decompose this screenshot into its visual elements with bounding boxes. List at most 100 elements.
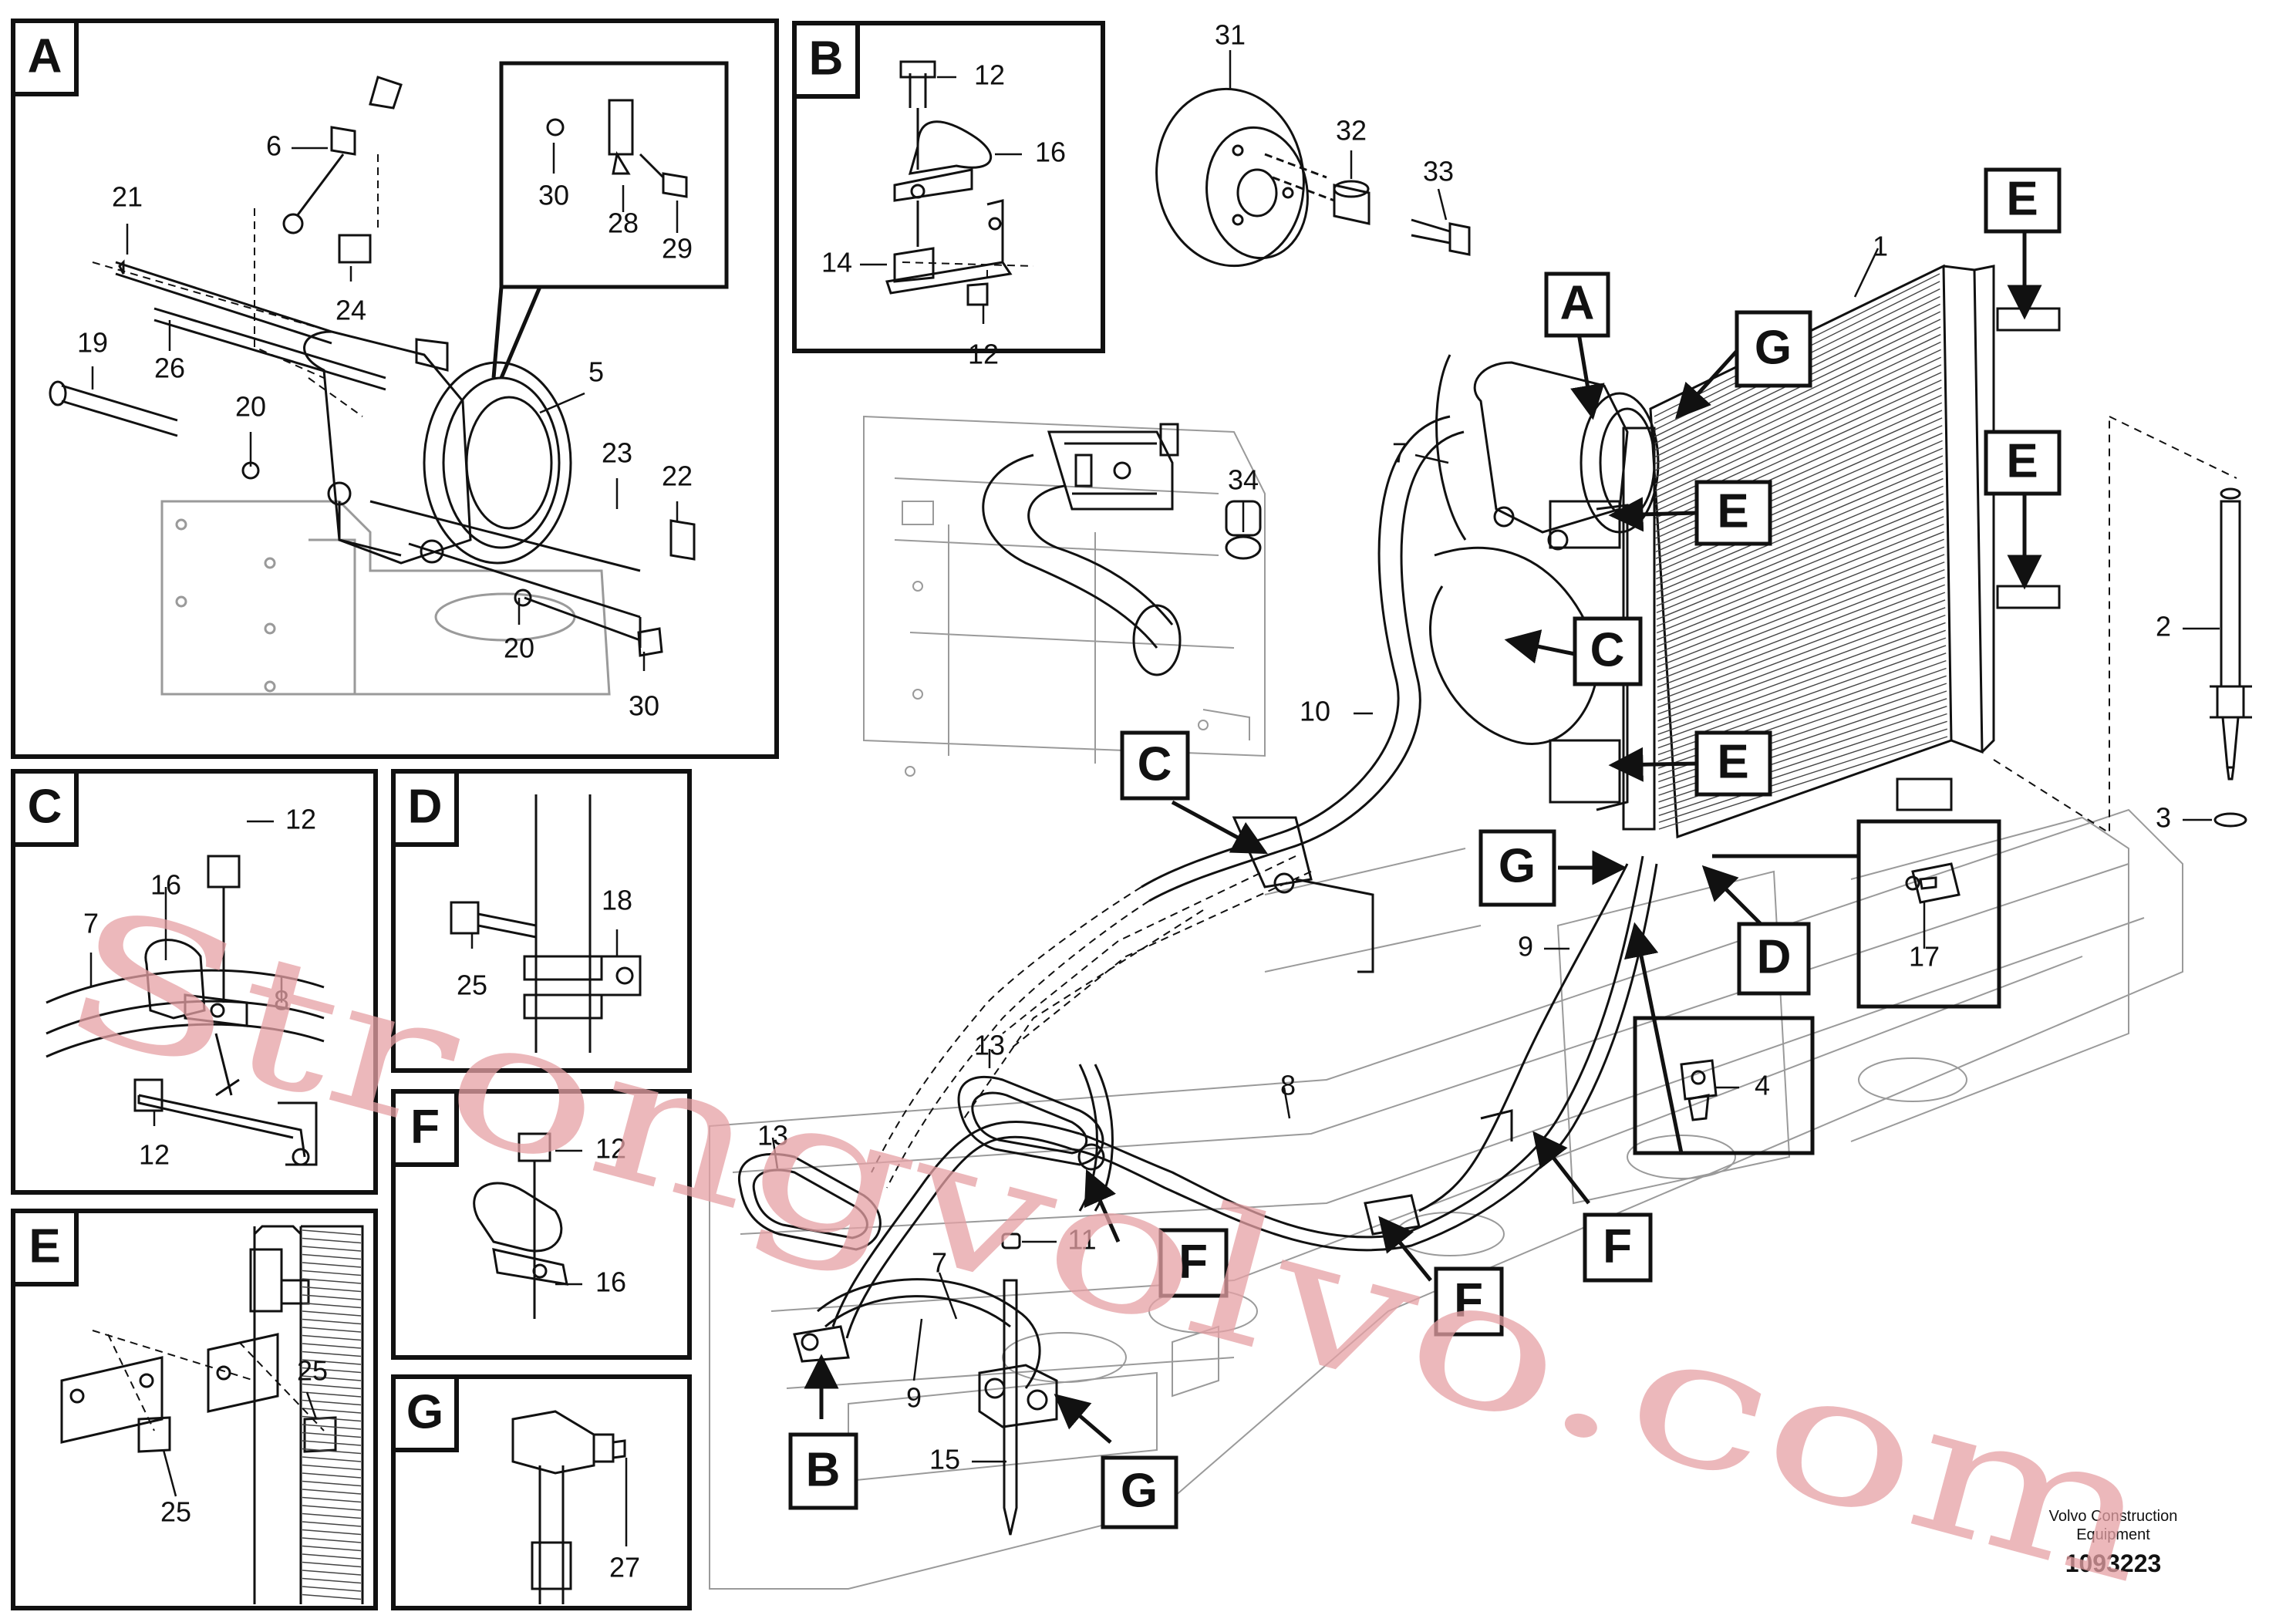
- panel-a-inset-drawing: [546, 99, 688, 198]
- callout-label: 30: [538, 180, 569, 211]
- drier-leader-dash: [1993, 416, 2237, 835]
- box-tag-label: G: [1499, 839, 1536, 892]
- callout-label: 8: [1280, 1070, 1296, 1101]
- box-tag-c-2: C: [1120, 730, 1190, 801]
- callout-label: 30: [629, 690, 659, 722]
- panel-e-fins: [302, 1229, 362, 1600]
- callout-label: 3: [2156, 802, 2171, 834]
- callout-label: 14: [821, 247, 852, 278]
- panel-tag-a: A: [11, 19, 79, 96]
- hose-hidden-lines: [871, 855, 1312, 1189]
- callout-label: 7: [932, 1247, 947, 1279]
- box-tag-g-top: G: [1735, 310, 1812, 388]
- panel-g-callouts: 27: [609, 1552, 640, 1583]
- panel-tags: A B C D E F G: [11, 19, 860, 1452]
- callout-label: 12: [285, 804, 316, 835]
- callout-label: 25: [160, 1496, 191, 1528]
- panel-tag-label: B: [809, 32, 844, 85]
- panel-tag-c: C: [11, 769, 79, 847]
- callout-label: 12: [139, 1139, 170, 1171]
- panel-tag-b: B: [792, 21, 860, 99]
- callout-label: 28: [608, 207, 639, 239]
- panel-b-dash: [902, 261, 1034, 285]
- panel-a-inset-pointer: [491, 286, 542, 379]
- box-tag-e-4: E: [1694, 730, 1772, 797]
- box-tag-e-2: E: [1984, 430, 2062, 496]
- callout-label: 2: [2156, 611, 2171, 642]
- callout-label: 22: [662, 460, 693, 492]
- callout-label: 32: [1336, 115, 1367, 147]
- callout-label: 4: [1755, 1070, 1770, 1101]
- box-tag-label: G: [1121, 1464, 1158, 1517]
- box-tag-f-3: F: [1583, 1212, 1653, 1283]
- panel-c-drawing: [46, 855, 325, 1166]
- callout-label: 7: [83, 908, 99, 939]
- panel-f-drawing: [473, 1132, 568, 1319]
- callout-label: 11: [1067, 1224, 1096, 1256]
- box-tag-label: D: [1757, 930, 1792, 983]
- callout-label: 34: [1228, 464, 1259, 496]
- box-tag-label: F: [1454, 1273, 1483, 1327]
- box-tag-label: F: [1603, 1219, 1632, 1273]
- panel-tag-e: E: [11, 1209, 79, 1286]
- box-tag-g-bottom: G: [1101, 1455, 1178, 1529]
- panel-b-callouts: 12 16 14 12: [821, 59, 1066, 370]
- panel-c-callouts: 12 16 7 8 12: [83, 804, 316, 1171]
- pressure-switch-4: [1680, 1059, 1718, 1121]
- box-tag-label: F: [1178, 1235, 1208, 1288]
- panel-borders: [11, 19, 2001, 1610]
- credit-line-1: Volvo Construction: [2049, 1508, 2178, 1525]
- panel-f-callouts: 12 16: [595, 1133, 626, 1298]
- panel-a-drawing: [49, 76, 696, 696]
- callout-label: 18: [602, 885, 632, 916]
- callout-label: 21: [112, 181, 143, 213]
- box-tag-label: C: [1138, 737, 1172, 791]
- callout-label: 9: [906, 1382, 922, 1414]
- callout-label: 10: [1300, 696, 1330, 727]
- callout-label: 17: [1909, 941, 1940, 973]
- panel-a-dash: [92, 154, 379, 417]
- panel-b-drawing: [885, 60, 1013, 306]
- engine-hose-drawing: [982, 423, 1262, 676]
- callout-label: 25: [457, 969, 487, 1001]
- credit-line-2: Equipment: [2076, 1526, 2150, 1543]
- box-tag-label: C: [1590, 623, 1625, 676]
- callout-label: 23: [602, 437, 632, 469]
- compressor-main-view: [1435, 354, 1660, 551]
- callout-label: 12: [968, 339, 999, 370]
- main-box-tags: A G E E E E C C G D F F F B G: [788, 167, 2062, 1529]
- panel-tag-label: E: [29, 1219, 60, 1273]
- callout-label: 13: [757, 1120, 788, 1152]
- panel-a-callouts: 6 21 24 26 19 20 5 23 22 20 30 30 28 29: [77, 130, 693, 722]
- callout-label: 16: [150, 869, 181, 901]
- panel-tag-label: D: [408, 780, 443, 833]
- callout-label: 13: [974, 1030, 1005, 1061]
- box-tag-label: E: [2006, 434, 2038, 487]
- leader-lines: [89, 50, 2220, 1546]
- connector-17: [1905, 862, 1961, 904]
- document-number: 1093223: [2065, 1549, 2162, 1577]
- main-callouts: 31 32 33 34 1 7 10 2 3 9 8 13 13 11 7 9 …: [757, 19, 2171, 1475]
- panel-tag-label: G: [406, 1385, 443, 1438]
- callout-label: 1: [1873, 231, 1888, 262]
- callout-label: 31: [1215, 19, 1246, 51]
- box-tag-g-mid: G: [1478, 829, 1556, 907]
- callout-label: 19: [77, 327, 108, 359]
- panel-tag-label: C: [28, 780, 62, 833]
- callout-label: 29: [662, 233, 693, 265]
- callout-label: 16: [1035, 137, 1066, 168]
- callout-label: 12: [595, 1133, 626, 1165]
- panel-d-callouts: 18 25: [457, 885, 632, 1001]
- box-tag-label: A: [1560, 276, 1595, 329]
- box-tag-f-2: F: [1434, 1266, 1504, 1337]
- callout-label: 24: [335, 295, 366, 326]
- panel-tag-label: A: [28, 29, 62, 83]
- panel-tag-label: F: [410, 1100, 440, 1153]
- pulley-assembly: [1155, 87, 1471, 268]
- box-tag-b: B: [788, 1432, 858, 1510]
- callout-label: 26: [154, 352, 185, 384]
- callout-label: 25: [297, 1355, 328, 1387]
- condenser-fins: [1654, 273, 1948, 830]
- callout-label: 5: [588, 356, 604, 388]
